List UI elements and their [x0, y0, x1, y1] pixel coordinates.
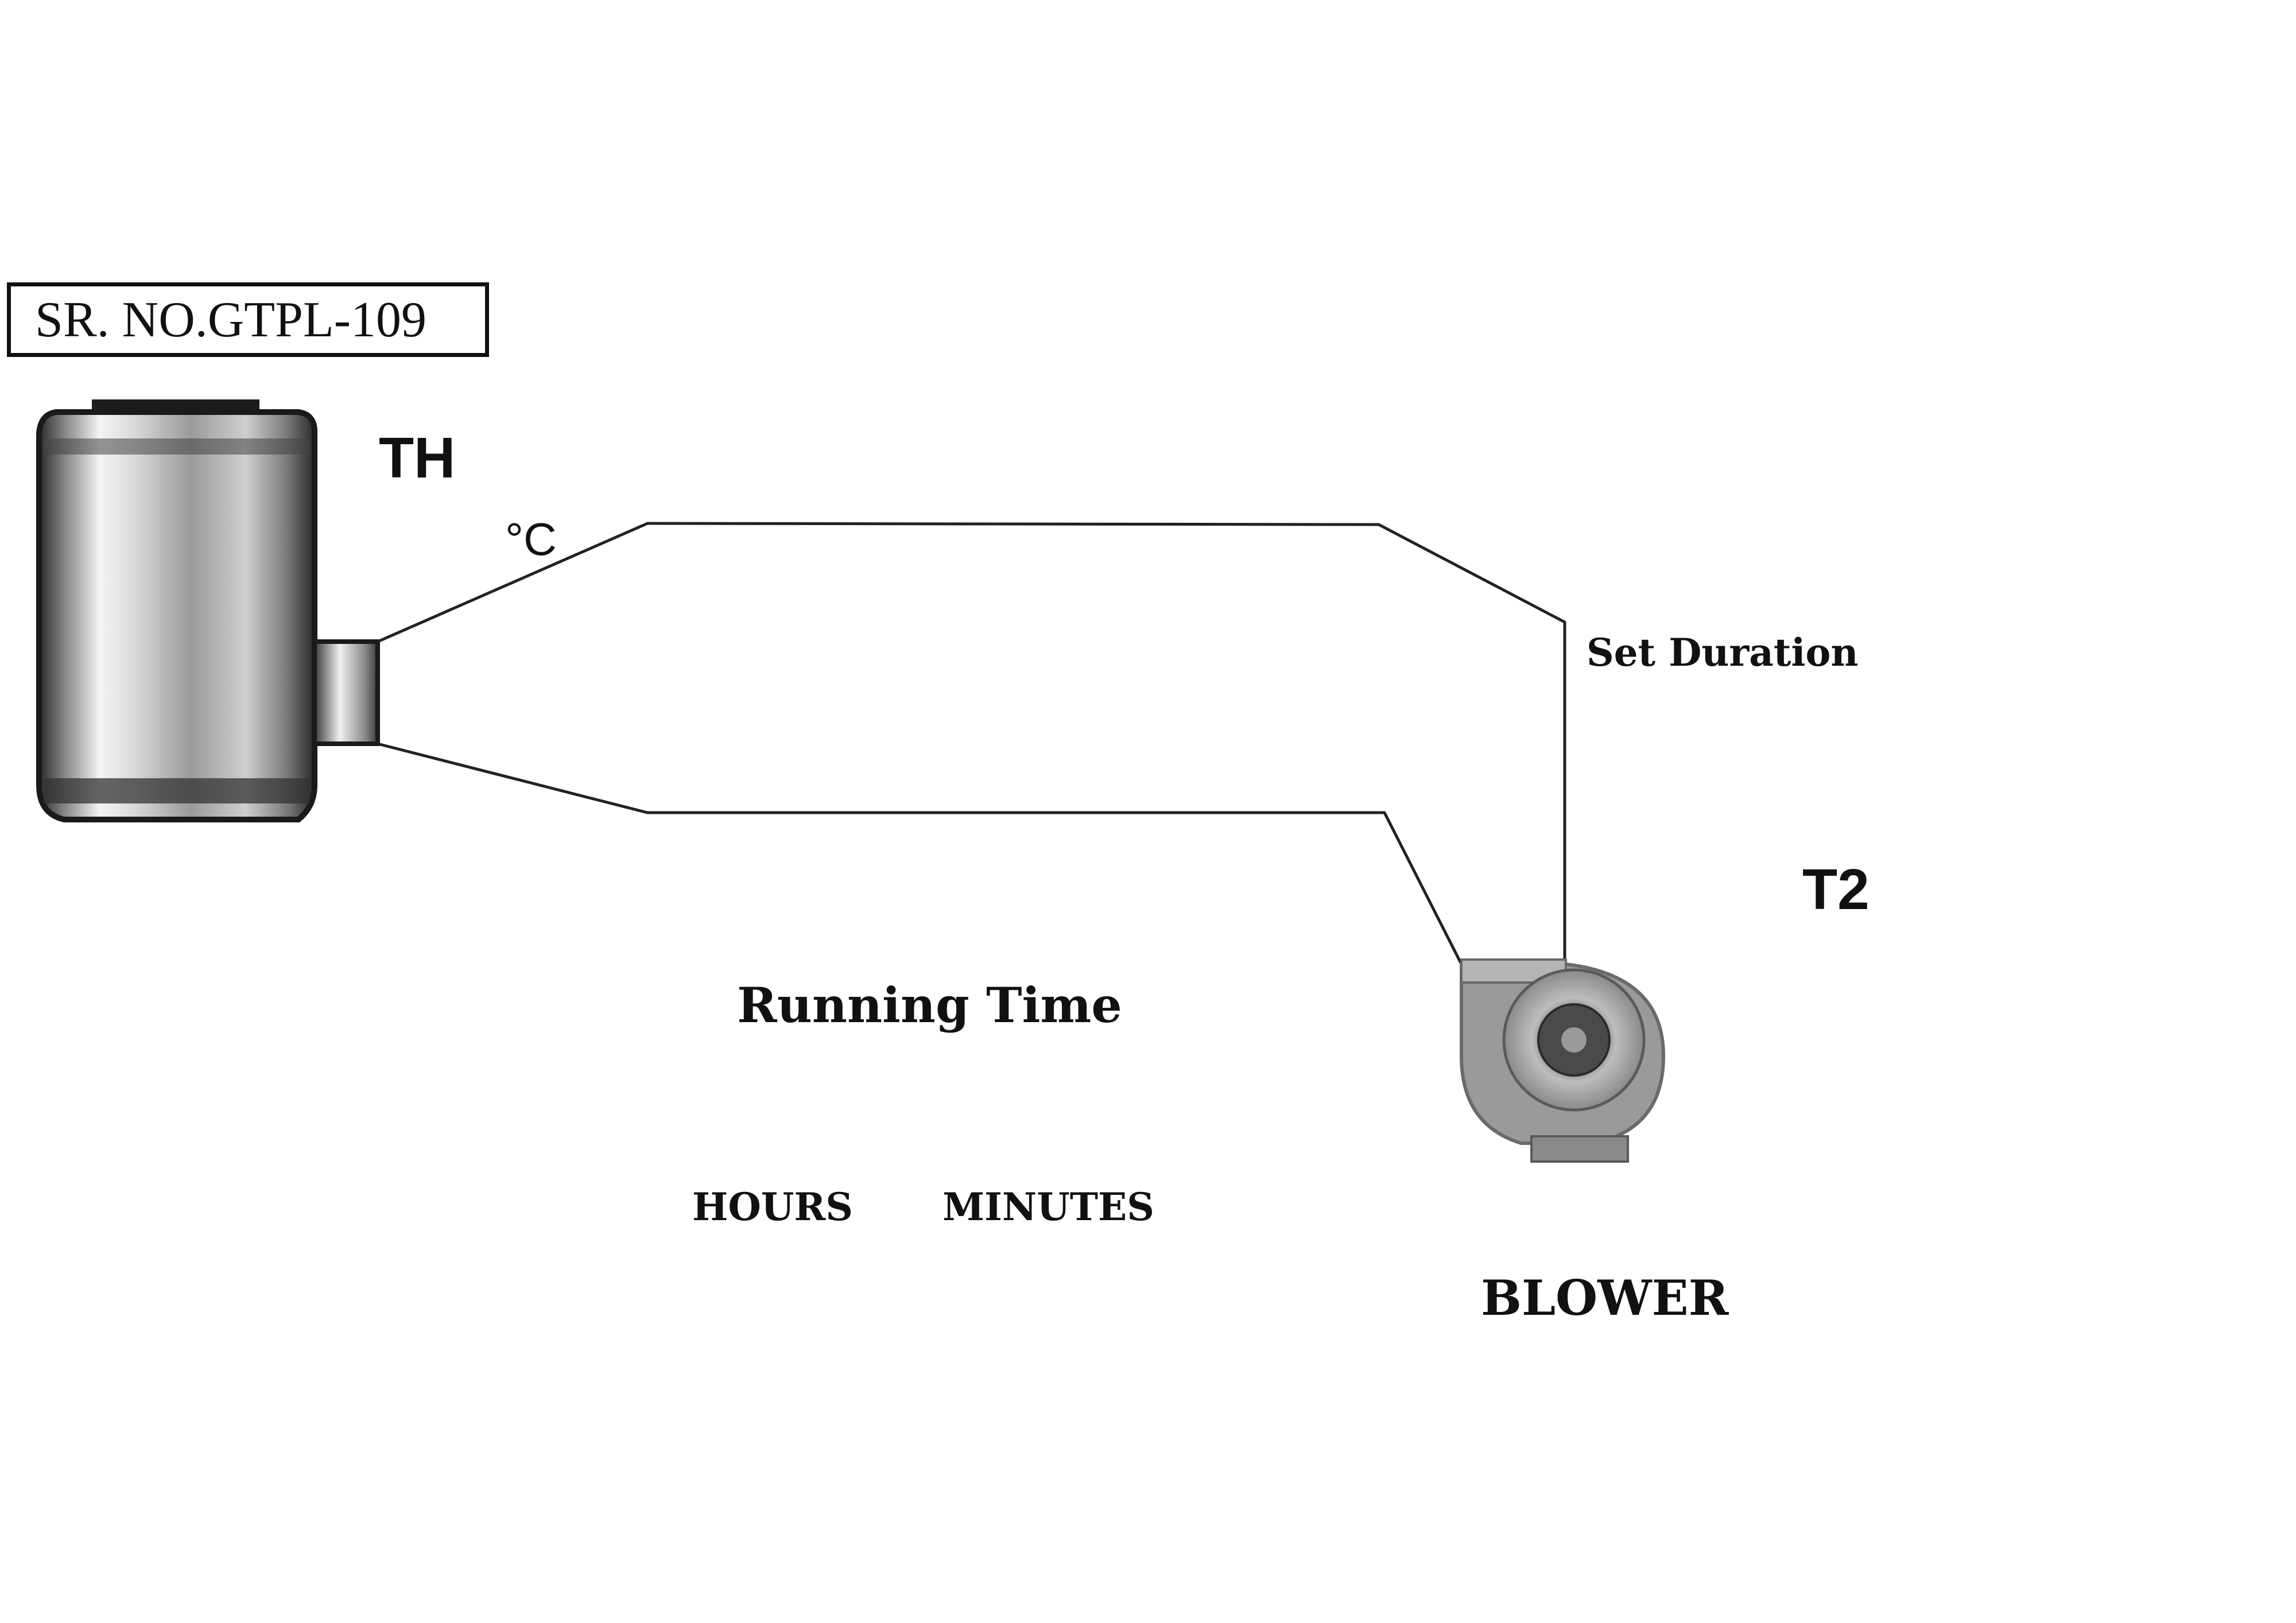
temperature-unit: °C [505, 514, 557, 565]
blower-tag: T2 [1802, 857, 1870, 922]
tank-icon [36, 399, 380, 822]
duct-upper-line [377, 522, 1566, 966]
running-time-label: Running Time [737, 977, 1122, 1034]
minutes-label: MINUTES [943, 1185, 1154, 1229]
set-duration-label: Set Duration [1587, 630, 1859, 675]
tank-band-bottom [44, 778, 310, 803]
hours-label: HOURS [692, 1185, 853, 1229]
tank-nozzle [312, 639, 380, 746]
serial-number-box: SR. NO.GTPL-109 [7, 282, 489, 357]
tank-body [36, 409, 317, 822]
tank-band-top [44, 438, 310, 455]
blower-icon [1460, 958, 1666, 1163]
blower-label: BLOWER [1481, 1269, 1729, 1326]
serial-number-text: SR. NO.GTPL-109 [35, 292, 427, 348]
blower-fan-hub [1561, 1027, 1587, 1053]
duct-lines [377, 522, 1566, 966]
blower-outlet [1460, 958, 1567, 984]
tank-label: TH [379, 426, 456, 490]
blower-base [1530, 1135, 1629, 1163]
tank-cap [92, 399, 259, 411]
duct-lower-line [377, 742, 1463, 965]
